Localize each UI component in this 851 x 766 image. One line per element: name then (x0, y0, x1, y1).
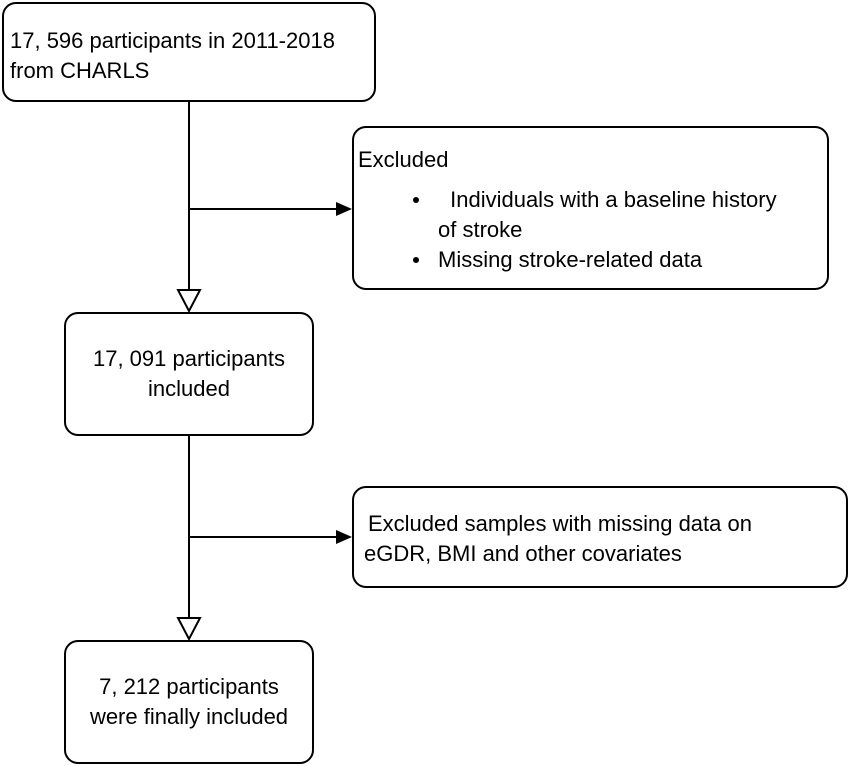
exclusion-criterion-item: Missing stroke-related data (358, 245, 827, 275)
included-participants-box: 17, 091 participants included (64, 312, 314, 436)
arrowhead-filled-right-2 (336, 530, 352, 544)
final-line-1: 7, 212 participants (99, 674, 279, 699)
included-line-1: 17, 091 participants (92, 346, 286, 371)
final-line-2: were finally included (89, 704, 289, 729)
start-participants-box: 17, 596 participants in 2011-2018 from C… (2, 2, 376, 102)
arrowhead-open-down-2 (176, 617, 202, 642)
exclusion-2-line-2: eGDR, BMI and other covariates (364, 541, 682, 566)
start-line-2: from CHARLS (10, 58, 150, 83)
included-line-2: included (148, 376, 230, 401)
exclusion-box-1: Excluded Individuals with a baseline his… (352, 126, 829, 290)
criterion-baseline-stroke-line-2: of stroke (438, 217, 523, 242)
exclusion-heading: Excluded (358, 147, 449, 172)
final-participants-box: 7, 212 participants were finally include… (64, 640, 314, 764)
criterion-baseline-stroke-line-1: Individuals with a baseline history (444, 187, 777, 212)
exclusion-criteria-list: Individuals with a baseline history of s… (358, 185, 827, 275)
criterion-missing-stroke-data: Missing stroke-related data (438, 247, 703, 272)
exclusion-box-2: Excluded samples with missing data on eG… (352, 486, 848, 588)
arrowhead-open-down-1 (176, 289, 202, 314)
exclusion-criterion-item: Individuals with a baseline history of s… (358, 185, 827, 245)
start-line-1: 17, 596 participants in 2011-2018 (10, 28, 335, 53)
exclusion-2-line-1: Excluded samples with missing data on (368, 511, 752, 536)
arrowhead-filled-right-1 (336, 202, 352, 216)
